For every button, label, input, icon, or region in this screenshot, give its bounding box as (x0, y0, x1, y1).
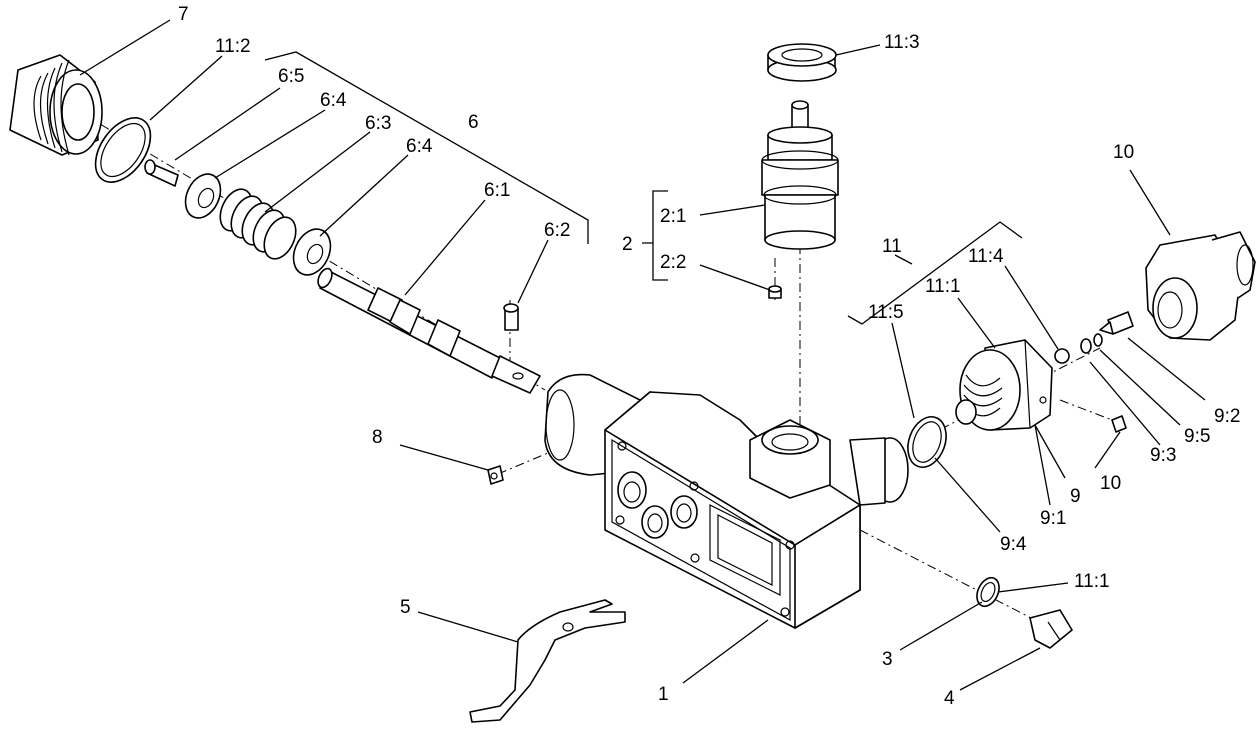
callout-7: 7 (178, 4, 189, 25)
callout-9-4: 9:4 (1000, 534, 1027, 555)
callout-11-2: 11:2 (215, 36, 251, 57)
callout-6-1: 6:1 (484, 180, 510, 201)
callout-6-5: 6:5 (278, 66, 304, 87)
callout-labels: 7 11:2 6:5 6:4 6:3 6:4 6 6:1 6:2 8 5 1 1… (178, 4, 1240, 709)
part-10-small-plug (1111, 415, 1127, 433)
callout-5: 5 (400, 597, 411, 618)
callout-11-1-lower: 11:1 (1074, 571, 1110, 592)
callout-6-4-upper: 6:4 (320, 90, 347, 111)
part-5-lever (469, 599, 626, 723)
part-6-2-pin (503, 303, 519, 331)
callout-9-5: 9:5 (1184, 426, 1210, 447)
callout-2: 2 (622, 234, 633, 255)
callout-6-4-lower: 6:4 (406, 136, 433, 157)
part-11-4-ball (1054, 348, 1070, 364)
callout-6-2: 6:2 (544, 220, 570, 241)
callout-11-5: 11:5 (868, 302, 904, 323)
part-9-5-washer (1093, 333, 1103, 347)
callout-4: 4 (944, 688, 955, 709)
part-8-plug (487, 465, 504, 485)
bracket-group-2 (642, 190, 668, 281)
part-1-valve-body (544, 373, 909, 629)
callout-2-2: 2:2 (660, 252, 686, 273)
part-7-threaded-cap (9, 54, 103, 156)
callout-1: 1 (658, 684, 669, 705)
callout-11: 11 (882, 236, 902, 257)
callout-6: 6 (468, 112, 479, 133)
part-10-fitting (1145, 231, 1256, 341)
part-11-5-o-ring (907, 416, 947, 468)
callout-6-3: 6:3 (365, 113, 391, 134)
callout-11-1-upper: 11:1 (925, 276, 961, 297)
part-4-plug (1029, 609, 1073, 649)
part-6-4-washer-upper (184, 173, 222, 219)
callout-2-1: 2:1 (660, 206, 686, 227)
part-6-4-washer-lower (292, 228, 332, 276)
callout-9-3: 9:3 (1150, 445, 1176, 466)
part-11-3-seal (767, 43, 837, 82)
part-6-1-spool (317, 267, 541, 394)
callout-9-1: 9:1 (1040, 508, 1066, 529)
part-6-5-pin (144, 159, 179, 187)
callout-10-fitting: 10 (1113, 142, 1134, 163)
callout-11-3: 11:3 (884, 32, 920, 53)
part-9-3-ring (1080, 338, 1092, 354)
part-2-1-cartridge (761, 100, 839, 250)
bracket-group-11 (847, 221, 1023, 325)
callout-11-4: 11:4 (968, 246, 1004, 267)
part-2-2-plug (768, 285, 782, 299)
leader-lines (79, 19, 1206, 691)
part-3-washer (976, 576, 1000, 608)
callout-3: 3 (882, 649, 893, 670)
callout-10-plug: 10 (1100, 473, 1121, 494)
callout-9-2: 9:2 (1214, 406, 1240, 427)
part-6-3-spring (219, 188, 297, 260)
part-11-1-valve (955, 339, 1053, 431)
callout-9: 9 (1070, 486, 1081, 507)
bracket-group-6 (264, 51, 589, 244)
part-11-2-o-ring (94, 117, 152, 183)
part-9-2-poppet (1099, 311, 1134, 335)
callout-8: 8 (372, 427, 383, 448)
